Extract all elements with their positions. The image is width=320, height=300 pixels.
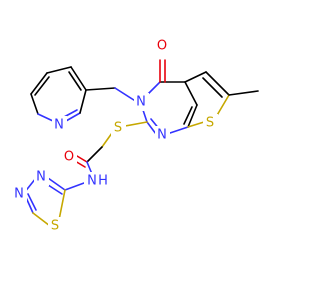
atom-label-N-thiadiazole-1: N	[36, 170, 46, 185]
atom-label-O-carbonyl: O	[157, 39, 167, 54]
atom-label-S-thioether: S	[114, 121, 122, 136]
atom-label-layer: O N S N S N O N H N N S	[12, 37, 218, 235]
atom-label-N-pyrimidine: N	[157, 128, 167, 143]
bond-layer	[23, 59, 259, 227]
atom-label-S-thiophene: S	[206, 116, 214, 131]
atom-label-O-amide: O	[64, 150, 74, 165]
atom-label-N-thiadiazole-2: N	[14, 187, 24, 202]
atom-label-H-amide: H	[98, 174, 108, 189]
atom-label-N-amide: N	[87, 174, 97, 189]
atom-label-N-pyridine: N	[54, 118, 64, 133]
atom-label-S-thiadiazole: S	[51, 219, 59, 234]
atom-label-N-ring: N	[136, 95, 146, 110]
molecule-canvas: O N S N S N O N H N N S	[12, 37, 259, 235]
